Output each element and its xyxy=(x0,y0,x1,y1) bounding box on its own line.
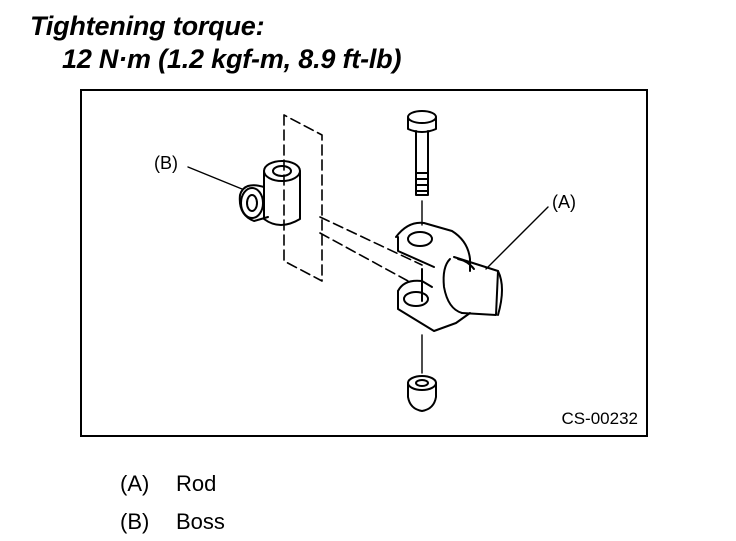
figure-code: CS-00232 xyxy=(561,409,638,428)
legend-item: (A) Rod xyxy=(120,465,225,503)
torque-value: 12 N·m (1.2 kgf-m, 8.9 ft-lb) xyxy=(62,44,402,74)
callout-b-label: (B) xyxy=(154,153,178,173)
callout-b-leader xyxy=(187,166,243,190)
assembly-figure: (B) (A) CS-00232 xyxy=(80,89,648,437)
boss-part xyxy=(238,160,301,226)
alignment-lines xyxy=(319,216,423,282)
clamp-bracket xyxy=(395,221,471,332)
callout-a-leader xyxy=(485,206,549,270)
mounting-plane xyxy=(283,114,323,282)
assembly-drawing xyxy=(187,110,549,412)
parts-legend: (A) Rod (B) Boss xyxy=(120,465,225,541)
legend-label: Boss xyxy=(176,509,225,534)
torque-title: Tightening torque: xyxy=(30,11,265,41)
bolt xyxy=(407,110,437,196)
rod-part xyxy=(442,256,503,316)
legend-label: Rod xyxy=(176,471,217,496)
legend-item: (B) Boss xyxy=(120,503,225,541)
legend-key: (A) xyxy=(120,471,150,496)
legend-key: (B) xyxy=(120,509,150,534)
callout-a-label: (A) xyxy=(552,192,576,212)
torque-heading: Tightening torque: 12 N·m (1.2 kgf-m, 8.… xyxy=(30,10,401,76)
flange-nut xyxy=(407,375,437,412)
